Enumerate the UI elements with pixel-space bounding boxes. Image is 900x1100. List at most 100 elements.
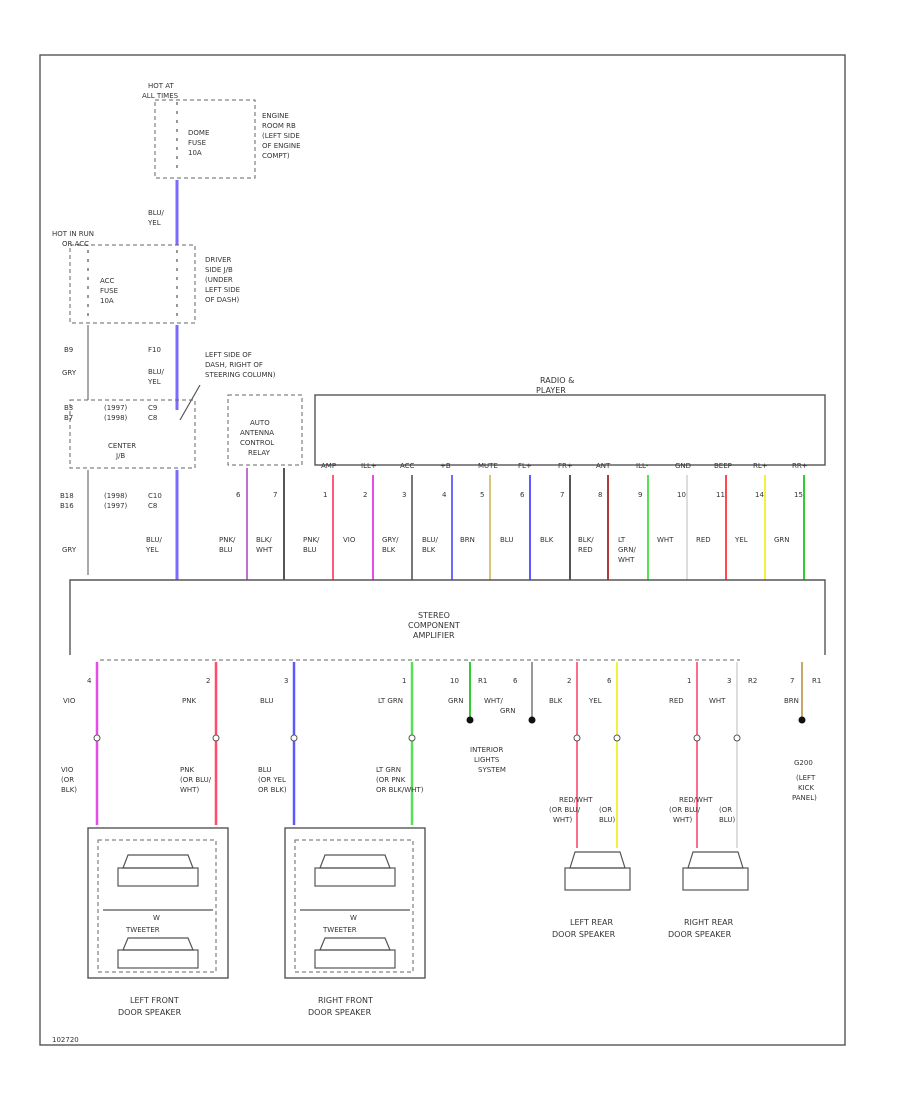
- dome-fuse-3: 10A: [188, 149, 202, 157]
- steering-note-1: LEFT SIDE OF: [205, 351, 252, 359]
- antenna-relay-4: RELAY: [248, 449, 271, 457]
- engine-fuse-box: [154, 99, 256, 179]
- woofer-icon: [122, 854, 194, 869]
- amp-rear-lower-label: WHT): [673, 816, 692, 824]
- interior-lights-2: LIGHTS: [474, 756, 500, 764]
- amp-rear-lower-label: BLU): [719, 816, 735, 824]
- radio-wire-label: LT: [618, 536, 626, 544]
- radio-pin-name: ACC: [400, 462, 415, 470]
- amp-title-3: AMPLIFIER: [413, 631, 455, 640]
- amp-rear-pin: 1: [687, 677, 691, 685]
- amp-output-lower-label: OR BLK/WHT): [376, 786, 424, 794]
- wire-gry-label: GRY: [62, 369, 77, 377]
- radio-wire-label: RED: [696, 536, 711, 544]
- amp-whtgrn-pin: 6: [513, 677, 518, 685]
- amp-rear-lower-label: (OR: [719, 806, 732, 814]
- radio-wire-label: BRN: [460, 536, 475, 544]
- radio-wire-label: BLU: [303, 546, 316, 554]
- connector-icon: [573, 734, 581, 742]
- interior-lights-node: [466, 716, 474, 724]
- radio-pin-number: 1: [323, 491, 327, 499]
- radio-wire-label: WHT: [618, 556, 635, 564]
- radio-pin-name: ILL-: [636, 462, 649, 470]
- right-rear-label-1: RIGHT REAR: [684, 918, 734, 927]
- antenna-wire-2a: BLK/: [256, 536, 272, 544]
- antenna-pin-7: 7: [273, 491, 277, 499]
- ground-wire-label: BRN: [784, 697, 799, 705]
- steering-note-2: DASH, RIGHT OF: [205, 361, 263, 369]
- right-rear-speaker: [682, 851, 749, 891]
- center-jb-2: J/B: [115, 452, 125, 460]
- dome-fuse-2: FUSE: [188, 139, 206, 147]
- tweeter-icon: [319, 937, 391, 951]
- rear-speaker-magnet: [682, 867, 749, 891]
- amp-rear-wire-label: YEL: [588, 697, 602, 705]
- amp-title-2: COMPONENT: [408, 621, 460, 630]
- wire-gry-lower: GRY: [62, 546, 77, 554]
- lower-year-1997: (1997): [104, 502, 128, 510]
- steering-note-3: STEERING COLUMN): [205, 371, 276, 379]
- radio-pin-number: 3: [402, 491, 406, 499]
- antenna-wire-1a: PNK/: [219, 536, 236, 544]
- connector-icon: [733, 734, 741, 742]
- pin-c8-label: C8: [148, 414, 157, 422]
- amp-rear-wire-label: RED: [669, 697, 684, 705]
- lower-pin-b18: B18: [60, 492, 74, 500]
- interior-lights-node-2: [528, 716, 536, 724]
- radio-pin-name: RR+: [792, 462, 808, 470]
- radio-pin-number: 14: [755, 491, 764, 499]
- connector-icon: [93, 734, 101, 742]
- ground-r1: R1: [812, 677, 821, 685]
- radio-pin-name: FR+: [558, 462, 573, 470]
- amp-rear-lower-label: RED/WHT: [559, 796, 593, 804]
- tweeter-label: TWEETER: [125, 926, 160, 934]
- radio-wire-label: GRN: [774, 536, 790, 544]
- radio-pin-number: 8: [598, 491, 602, 499]
- connector-icon: [613, 734, 621, 742]
- antenna-relay-box: [227, 394, 303, 466]
- amp-output-lower-label: (OR PNK: [376, 776, 406, 784]
- antenna-wire-1b: BLU: [219, 546, 232, 554]
- amp-grn-pin: 10: [450, 677, 459, 685]
- dome-fuse-1: DOME: [188, 129, 209, 137]
- radio-wire-label: YEL: [734, 536, 748, 544]
- lower-year-1998: (1998): [104, 492, 128, 500]
- radio-pin-name: AMP: [321, 462, 336, 470]
- radio-wire-label: WHT: [657, 536, 674, 544]
- radio-pin-name: RL+: [753, 462, 768, 470]
- left-rear-label-1: LEFT REAR: [570, 918, 613, 927]
- tweeter-magnet: [314, 949, 396, 969]
- pin-f10-label: F10: [148, 346, 161, 354]
- radio-pin-name: BEEP: [714, 462, 732, 470]
- amp-rear-lower-label: (OR BLU/: [549, 806, 581, 814]
- amp-output-lower-label: LT GRN: [376, 766, 401, 774]
- woofer-magnet: [117, 867, 199, 887]
- radio-pin-number: 15: [794, 491, 803, 499]
- tweeter-label: TWEETER: [322, 926, 357, 934]
- left-rear-label-2: DOOR SPEAKER: [552, 930, 616, 939]
- right-front-label-1: RIGHT FRONT: [318, 996, 373, 1005]
- radio-wire-label: PNK/: [303, 536, 320, 544]
- center-jb-box: [69, 399, 196, 469]
- ground-pin: 7: [790, 677, 794, 685]
- amp-rear-lower-label: WHT): [553, 816, 572, 824]
- antenna-wire-2b: WHT: [256, 546, 273, 554]
- amp-rear-lower-label: (OR: [599, 806, 612, 814]
- amp-output-lower-label: PNK: [180, 766, 194, 774]
- amp-rear-lower-label: (OR BLU/: [669, 806, 701, 814]
- speaker-box: [87, 827, 229, 979]
- radio-pin-number: 10: [677, 491, 686, 499]
- wire-blu-yel-1b: YEL: [147, 219, 161, 227]
- acc-fuse-2: FUSE: [100, 287, 118, 295]
- connector-icon: [290, 734, 298, 742]
- radio-pin-name: GND: [675, 462, 691, 470]
- amp-output-lower-label: (OR YEL: [258, 776, 286, 784]
- right-rear-label-2: DOOR SPEAKER: [668, 930, 732, 939]
- lower-c10: C10: [148, 492, 162, 500]
- wire-blu-yel-2a: BLU/: [148, 368, 164, 376]
- relay-tag-1997: (1997): [104, 404, 128, 412]
- rear-speakers: [564, 851, 749, 891]
